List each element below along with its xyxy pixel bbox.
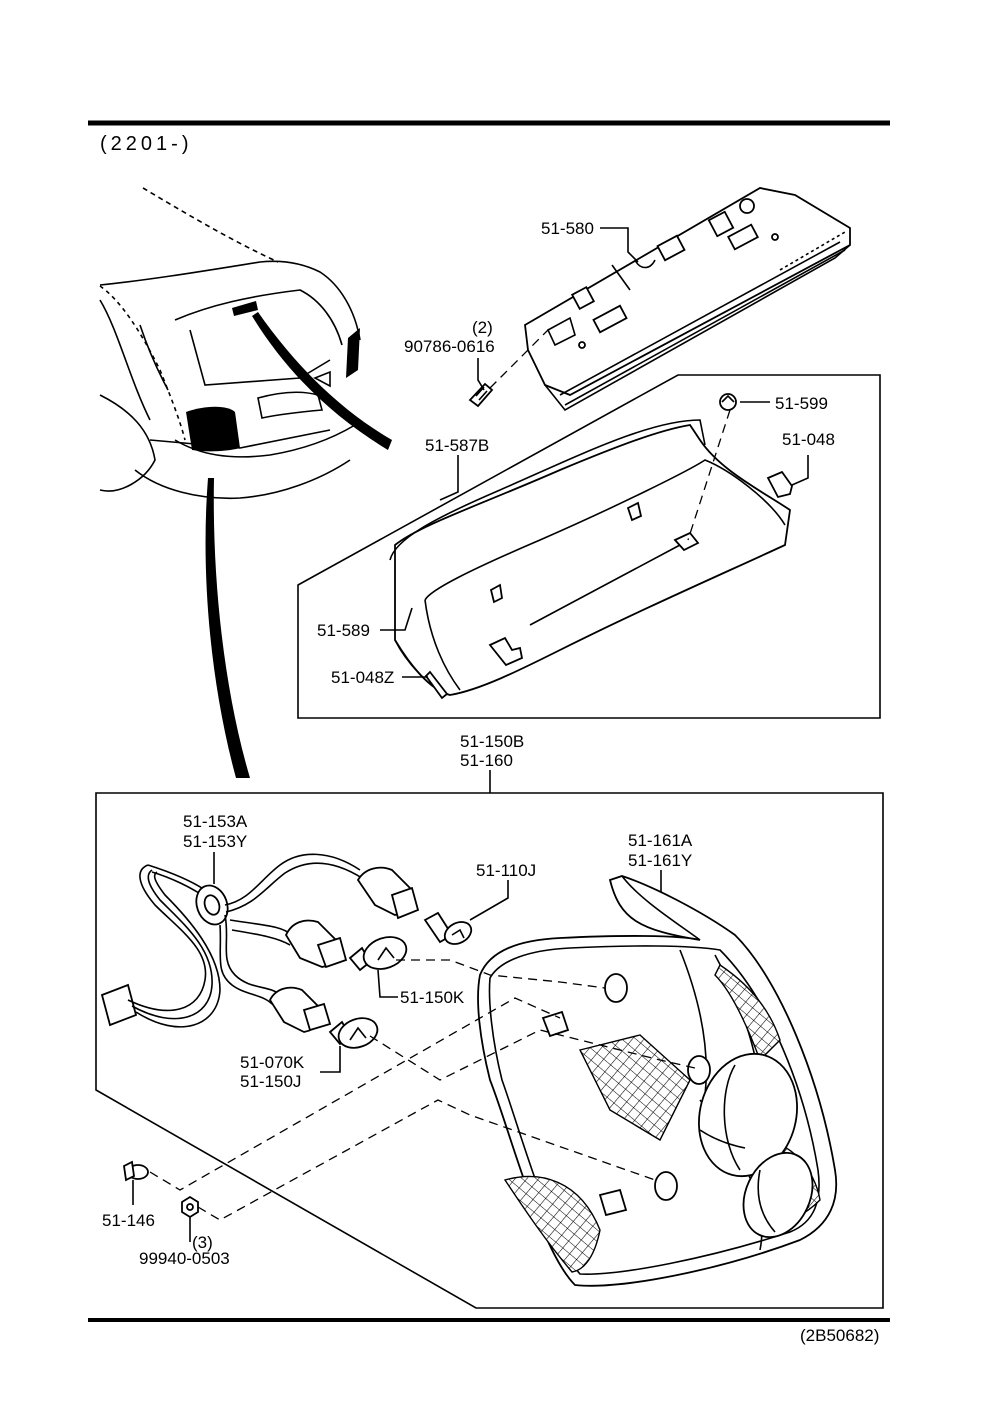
car-rear-sketch (99, 187, 392, 778)
bulb-51-070k (328, 1017, 379, 1049)
label-51-070k: 51-070K (240, 1053, 305, 1072)
seal-51-048z (424, 670, 449, 700)
label-90786-0616-qty: (2) (472, 318, 493, 337)
label-51-048: 51-048 (782, 430, 835, 449)
bulb-51-110j (423, 911, 473, 945)
lamp-housing-51-580 (524, 187, 851, 412)
label-51-150b: 51-150B (460, 732, 524, 751)
rear-combination-lamp-marker (186, 406, 240, 452)
label-99940-0503: 99940-0503 (139, 1249, 230, 1268)
nut-99940-0503 (181, 1195, 199, 1219)
leader-sweep-upper (252, 312, 392, 450)
label-51-161y: 51-161Y (628, 851, 692, 870)
bolt-51-146 (123, 1160, 149, 1182)
label-51-599: 51-599 (775, 394, 828, 413)
label-99940-0503-qty: (3) (192, 1233, 213, 1252)
label-51-153y: 51-153Y (183, 832, 247, 851)
label-51-161a: 51-161A (628, 831, 693, 850)
clip-51-048 (766, 470, 793, 499)
label-51-160: 51-160 (460, 751, 513, 770)
bulb-51-150k (348, 936, 408, 972)
diagram-id: (2B50682) (800, 1326, 879, 1345)
high-mount-lamp-box (297, 374, 881, 719)
label-51-580: 51-580 (541, 219, 594, 238)
label-51-150j: 51-150J (240, 1072, 301, 1091)
tail-lamp-51-161a (477, 875, 838, 1287)
nut-51-599 (719, 393, 737, 411)
label-51-110j: 51-110J (476, 861, 536, 880)
label-90786-0616: 90786-0616 (404, 337, 495, 356)
socket-wiring-51-153a (100, 853, 420, 1033)
leader-sweep-lower (205, 478, 250, 778)
screw-90786-0616 (468, 329, 549, 408)
header-code: (2201-) (100, 133, 192, 155)
rear-combination-lamp-box (95, 792, 884, 1309)
label-51-589: 51-589 (317, 621, 370, 640)
label-51-146: 51-146 (102, 1211, 155, 1230)
label-51-150k: 51-150K (400, 988, 465, 1007)
label-51-153a: 51-153A (183, 812, 248, 831)
label-51-048z: 51-048Z (331, 668, 394, 687)
high-mount-lamp-marker (232, 301, 258, 316)
label-51-587b: 51-587B (425, 436, 489, 455)
